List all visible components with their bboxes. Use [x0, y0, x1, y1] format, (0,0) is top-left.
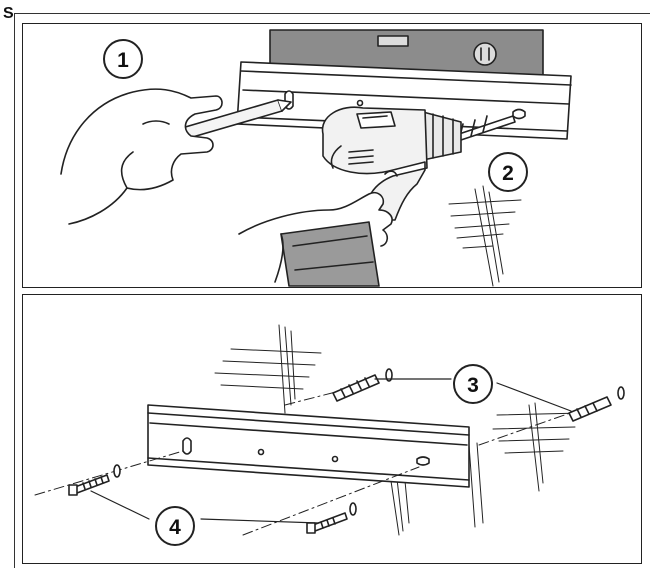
step-1-circle: [103, 39, 143, 79]
panel-marking-and-drilling: 1 2: [22, 23, 642, 288]
frame-top-line: [14, 13, 650, 14]
step-2-label: 2: [502, 162, 514, 185]
page-letter: S: [3, 5, 14, 22]
dowel-upper: [332, 368, 393, 402]
marking-drilling-illustration: 1 2: [60, 29, 572, 287]
step-3-circle: [453, 364, 493, 404]
panel-dowels-and-screws: 3 4: [22, 294, 642, 564]
hand-with-battery: [238, 191, 393, 287]
step-2-circle: [488, 152, 528, 192]
hand-with-pencil: [60, 88, 292, 225]
wall-hatch-top: [448, 185, 522, 287]
leader-lines: [90, 378, 572, 524]
dowel-right: [568, 386, 625, 422]
mounting-rail: [236, 61, 572, 140]
screw-bottom: [306, 502, 357, 534]
frame-left-line: [14, 13, 15, 568]
step-3-label: 3: [467, 374, 479, 397]
step-1-label: 1: [117, 49, 129, 72]
mounting-rail-bottom: [147, 404, 470, 488]
step-4-circle: [155, 506, 195, 546]
dowel-screw-illustration: 3 4: [34, 324, 625, 546]
screw-left: [68, 464, 121, 496]
step-4-label: 4: [169, 516, 181, 539]
wall-hatch-bottom: [214, 324, 584, 536]
cordless-drill: [321, 106, 516, 221]
